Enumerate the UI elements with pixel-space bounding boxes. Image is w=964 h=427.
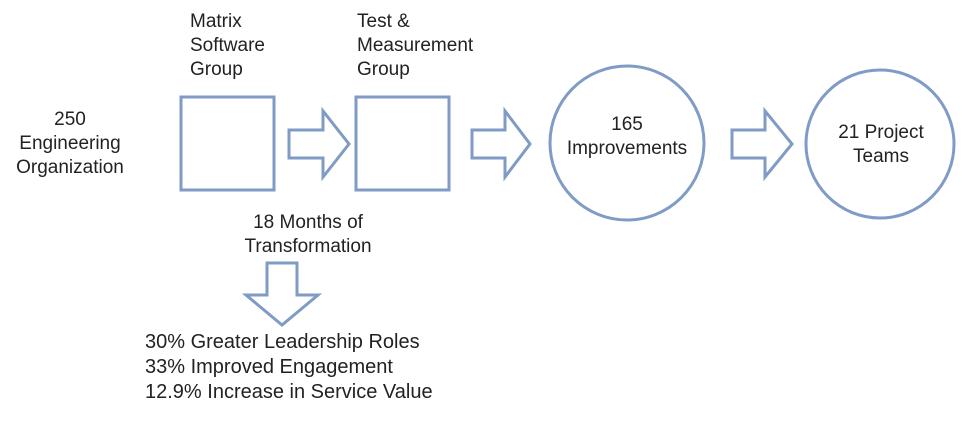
arrow-right-icon [287,106,351,182]
outcome-item: 12.9% Increase in Service Value [145,381,433,403]
label-line: Teams [853,146,909,167]
engineering-organization-label: 250 Engineering Organization [10,108,130,180]
label-line: Measurement [357,35,474,56]
arrow-right-icon [470,106,532,182]
label-line: 21 Project [838,122,924,143]
project-teams-label: 21 Project Teams [806,121,956,169]
label-line: 165 [611,114,643,135]
matrix-software-box [179,95,276,192]
label-line: 18 Months of [253,212,363,233]
label-line: 250 [54,109,86,130]
label-line: Engineering [19,133,121,154]
improvements-label: 165 Improvements [552,113,702,161]
label-line: Matrix [190,11,242,32]
label-line: Transformation [244,236,372,257]
improvements-circle [548,64,706,222]
transformation-label: 18 Months of Transformation [228,211,388,259]
arrow-right-icon [730,106,794,182]
label-line: Test & [357,11,410,32]
outcome-item: 30% Greater Leadership Roles [145,331,420,353]
label-line: Organization [16,157,124,178]
outcome-item: 33% Improved Engagement [145,356,393,378]
project-teams-circle [804,68,956,220]
label-line: Improvements [566,138,688,159]
label-line: Software [190,35,265,56]
outcomes-list: 30% Greater Leadership Roles 33% Improve… [145,330,433,405]
test-measurement-group-label: Test & Measurement Group [357,10,473,82]
arrow-down-icon [241,261,323,327]
label-line: Group [357,59,410,80]
label-line: Group [190,59,243,80]
test-measurement-box [354,95,451,192]
matrix-software-group-label: Matrix Software Group [190,10,265,82]
